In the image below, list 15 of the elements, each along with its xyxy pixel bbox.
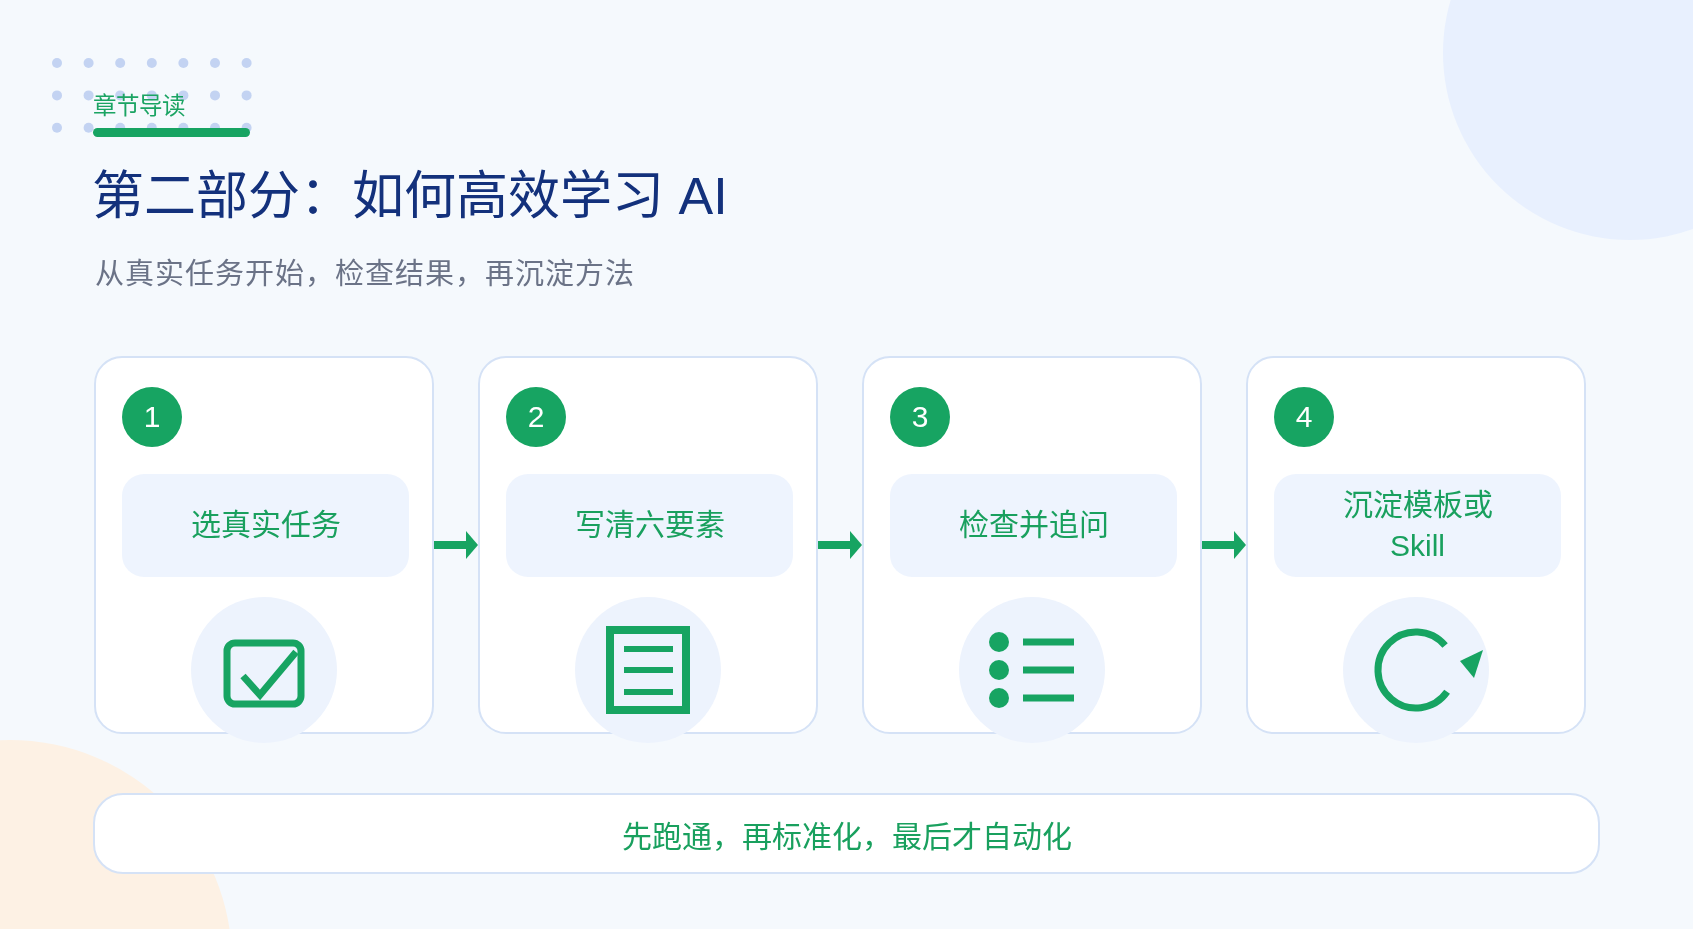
step-box: 检查并追问 [890,474,1177,577]
summary-bar: 先跑通，再标准化，最后才自动化 [93,793,1600,874]
step-box: 沉淀模板或 Skill [1274,474,1561,577]
title: 第二部分：如何高效学习 AI [92,170,728,222]
arrow [434,531,478,559]
number-circle: 2 [506,387,566,447]
step-box: 选真实任务 [122,474,409,577]
number-circle: 4 [1274,387,1334,447]
arrow [818,531,862,559]
number-circle: 3 [890,387,950,447]
section-label: 章节导读 [93,95,185,119]
number-circle: 1 [122,387,182,447]
step-box: 写清六要素 [506,474,793,577]
subtitle: 从真实任务开始，检查结果，再沉淀方法 [95,260,635,289]
arrow [1202,531,1246,559]
